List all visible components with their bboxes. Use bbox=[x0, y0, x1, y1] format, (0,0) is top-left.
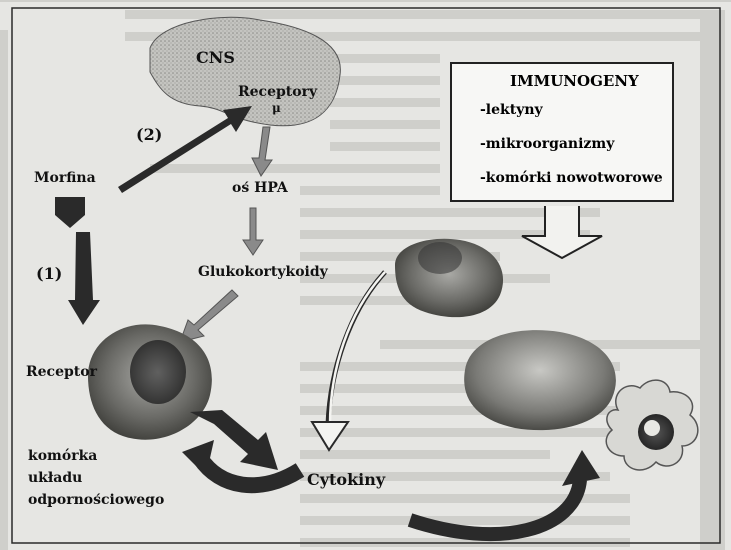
step-1-label: (1) bbox=[36, 264, 62, 283]
immunogeny-hollow-arrow bbox=[522, 206, 602, 258]
cytokiny-label: Cytokiny bbox=[307, 470, 385, 489]
arrow-cns-hpa bbox=[252, 127, 272, 176]
os-hpa-label: oś HPA bbox=[232, 180, 288, 197]
curved-arrow-cytokiny-to-tumor bbox=[410, 450, 600, 534]
immune-cell-label-line1: komórka bbox=[28, 448, 97, 465]
glukokortykoidy-label: Glukokortykoidy bbox=[198, 264, 328, 281]
morfina-down-arrow-head-block bbox=[55, 197, 85, 228]
arrow-hpa-glukokortykoidy bbox=[243, 208, 263, 255]
immunogeny-title: IMMUNOGENY bbox=[510, 72, 639, 90]
immune-cell-label-line3: odpornościowego bbox=[28, 492, 164, 509]
immunogeny-item: -lektyny bbox=[480, 102, 543, 118]
receptor-label: Receptor bbox=[26, 364, 97, 381]
immune-cell bbox=[88, 324, 212, 439]
immunogeny-item: -komórki nowotworowe bbox=[480, 170, 663, 186]
tumor-cell-middle bbox=[464, 330, 616, 430]
immunogeny-item: -mikroorganizmy bbox=[480, 136, 614, 152]
mu-symbol: μ bbox=[272, 101, 281, 115]
step-2-label: (2) bbox=[136, 125, 162, 144]
cns-label: CNS bbox=[196, 48, 235, 67]
receptory-label: Receptory bbox=[238, 84, 317, 101]
tumor-cell-top bbox=[395, 239, 503, 317]
arrow-glukokortykoidy-cell bbox=[180, 290, 238, 342]
morfina-label: Morfina bbox=[34, 170, 96, 187]
immune-cell-label-line2: układu bbox=[28, 470, 82, 487]
arrow-morfina-receptor bbox=[68, 232, 100, 325]
immunogeny-box: IMMUNOGENY -lektyny -mikroorganizmy -kom… bbox=[450, 62, 674, 202]
curved-arrow-tumor-to-cytokiny bbox=[312, 272, 385, 450]
tumor-cell-lysed bbox=[606, 380, 698, 470]
